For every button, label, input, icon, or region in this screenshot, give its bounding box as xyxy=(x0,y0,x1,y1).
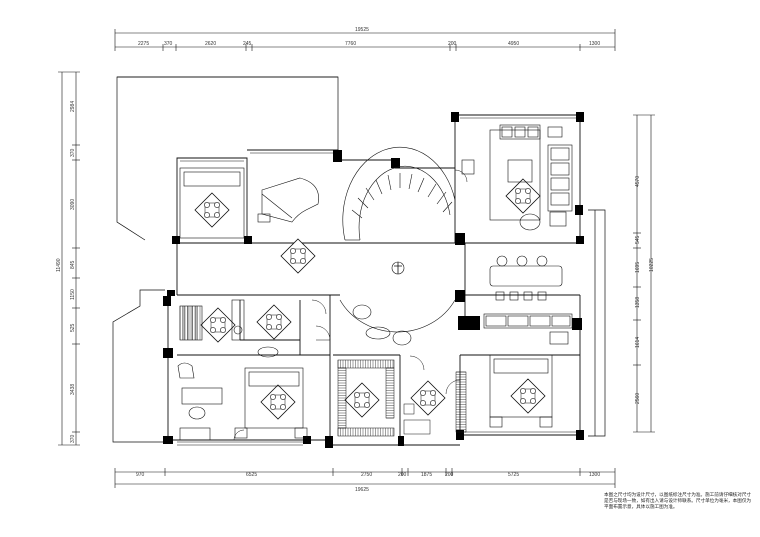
dining-table-1 xyxy=(194,192,230,228)
top-dimension-chain xyxy=(114,29,616,51)
top-dim-5: 7760 xyxy=(345,41,356,47)
left-dimension-chain xyxy=(58,71,80,446)
bottom-dim-6: 200 xyxy=(445,472,454,478)
right-dim-5: 1614 xyxy=(635,337,641,348)
right-total-dim: 10225 xyxy=(649,258,655,272)
bottom-dim-1: 970 xyxy=(136,472,145,478)
left-dim-6: 525 xyxy=(70,323,76,332)
bottom-dimension-chain xyxy=(114,468,616,488)
study-furniture xyxy=(177,299,279,441)
left-dim-3: 3090 xyxy=(70,199,76,210)
spiral-staircase xyxy=(342,146,456,241)
door-swings xyxy=(233,169,468,441)
bottom-dim-2: 6525 xyxy=(246,472,257,478)
piano xyxy=(257,177,319,223)
dining-table-3 xyxy=(505,178,541,214)
terrace-outlines xyxy=(112,76,606,443)
dining-table-6 xyxy=(260,384,296,420)
design-note: 本图之尺寸均为设计尺寸，以图纸标注尺寸为准。施工前请仔细核对尺寸是否与现场一致，… xyxy=(604,493,752,511)
left-total-dim: 11490 xyxy=(56,258,62,272)
bottom-dim-3: 2750 xyxy=(361,472,372,478)
top-dim-7: 4950 xyxy=(508,41,519,47)
right-dim-2: 545 xyxy=(635,235,641,244)
dining-table-7 xyxy=(344,382,380,418)
dining-table-4 xyxy=(200,307,236,343)
bottom-dim-8: 1300 xyxy=(589,472,600,478)
bottom-dim-7: 5725 xyxy=(508,472,519,478)
bar-counter xyxy=(483,255,573,345)
top-total-dim: 19525 xyxy=(355,27,369,33)
right-dim-3: 1695 xyxy=(635,262,641,273)
top-dim-2: 370 xyxy=(164,41,173,47)
structural-columns xyxy=(163,112,584,448)
bottom-dim-4: 200 xyxy=(398,472,407,478)
dining-table-5 xyxy=(256,304,292,340)
right-dim-1: 4570 xyxy=(635,176,641,187)
left-dim-7: 3438 xyxy=(70,384,76,395)
bottom-total-dim: 19625 xyxy=(355,487,369,493)
top-dim-8: 1300 xyxy=(589,41,600,47)
window-lines xyxy=(177,114,576,446)
dining-table-8 xyxy=(410,380,446,416)
beds xyxy=(179,167,553,439)
left-dim-1: 2984 xyxy=(70,101,76,112)
left-dim-8: 370 xyxy=(70,434,76,443)
right-dim-6: 2560 xyxy=(635,393,641,404)
left-dim-5: 1150 xyxy=(70,289,76,300)
right-dimension-chain xyxy=(633,114,655,433)
right-dim-4: 1358 xyxy=(635,297,641,308)
left-dim-4: 845 xyxy=(70,260,76,269)
top-dim-3: 2620 xyxy=(205,41,216,47)
living-room-furniture xyxy=(461,124,573,231)
top-dim-6: 200 xyxy=(448,41,457,47)
left-dim-2: 370 xyxy=(70,148,76,157)
central-hall xyxy=(339,261,456,346)
top-dim-4: 245 xyxy=(243,41,252,47)
dining-tables xyxy=(194,178,546,420)
dining-table-2 xyxy=(280,238,316,274)
dining-table-9 xyxy=(510,378,546,414)
bottom-dim-5: 1875 xyxy=(421,472,432,478)
top-dim-1: 2275 xyxy=(138,41,149,47)
wardrobe-hatching xyxy=(179,306,466,436)
